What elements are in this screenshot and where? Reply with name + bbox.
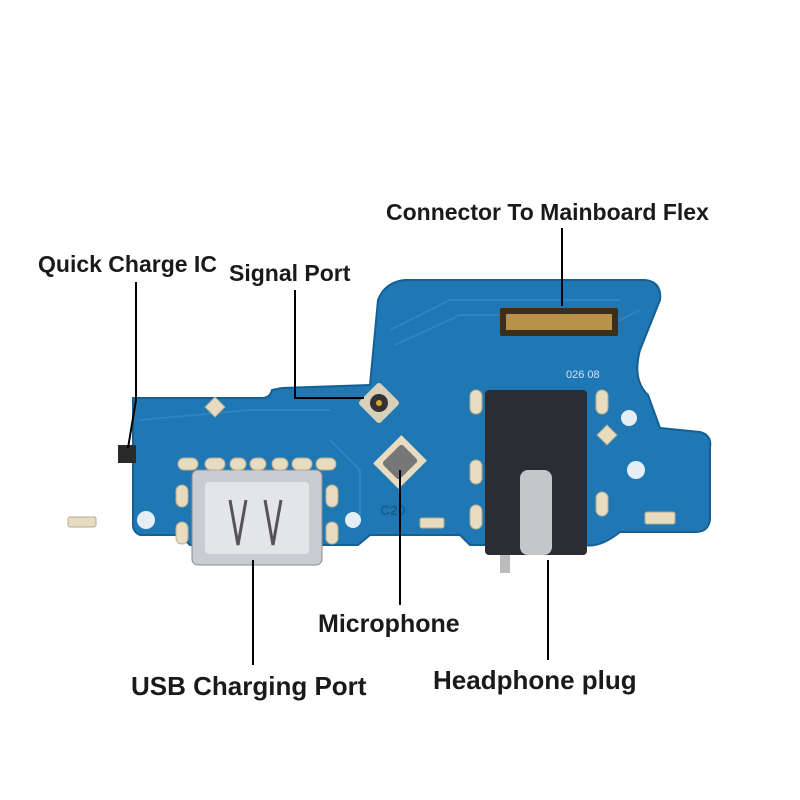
solder-pads [67,389,676,545]
mounting-holes [137,410,645,529]
headphone-jack [485,390,587,573]
label-connector: Connector To Mainboard Flex [386,199,709,225]
signal-port [359,383,399,423]
fpc-connector [500,308,618,336]
microphone-component [373,435,427,489]
label-microphone: Microphone [318,610,460,638]
signal-port-leader [294,290,364,399]
silkscreen-date: 026 08 [566,369,600,381]
label-usb-charging-port: USB Charging Port [131,671,367,701]
label-headphone-plug: Headphone plug [433,665,637,695]
quick-charge-leader [127,282,137,449]
silkscreen-ref: C20 [380,502,406,518]
label-signal-port: Signal Port [229,260,351,286]
leader-lines [127,228,563,665]
quick-charge-ic [118,445,136,463]
usb-port [191,469,323,566]
label-quick-charge-ic: Quick Charge IC [38,251,217,277]
